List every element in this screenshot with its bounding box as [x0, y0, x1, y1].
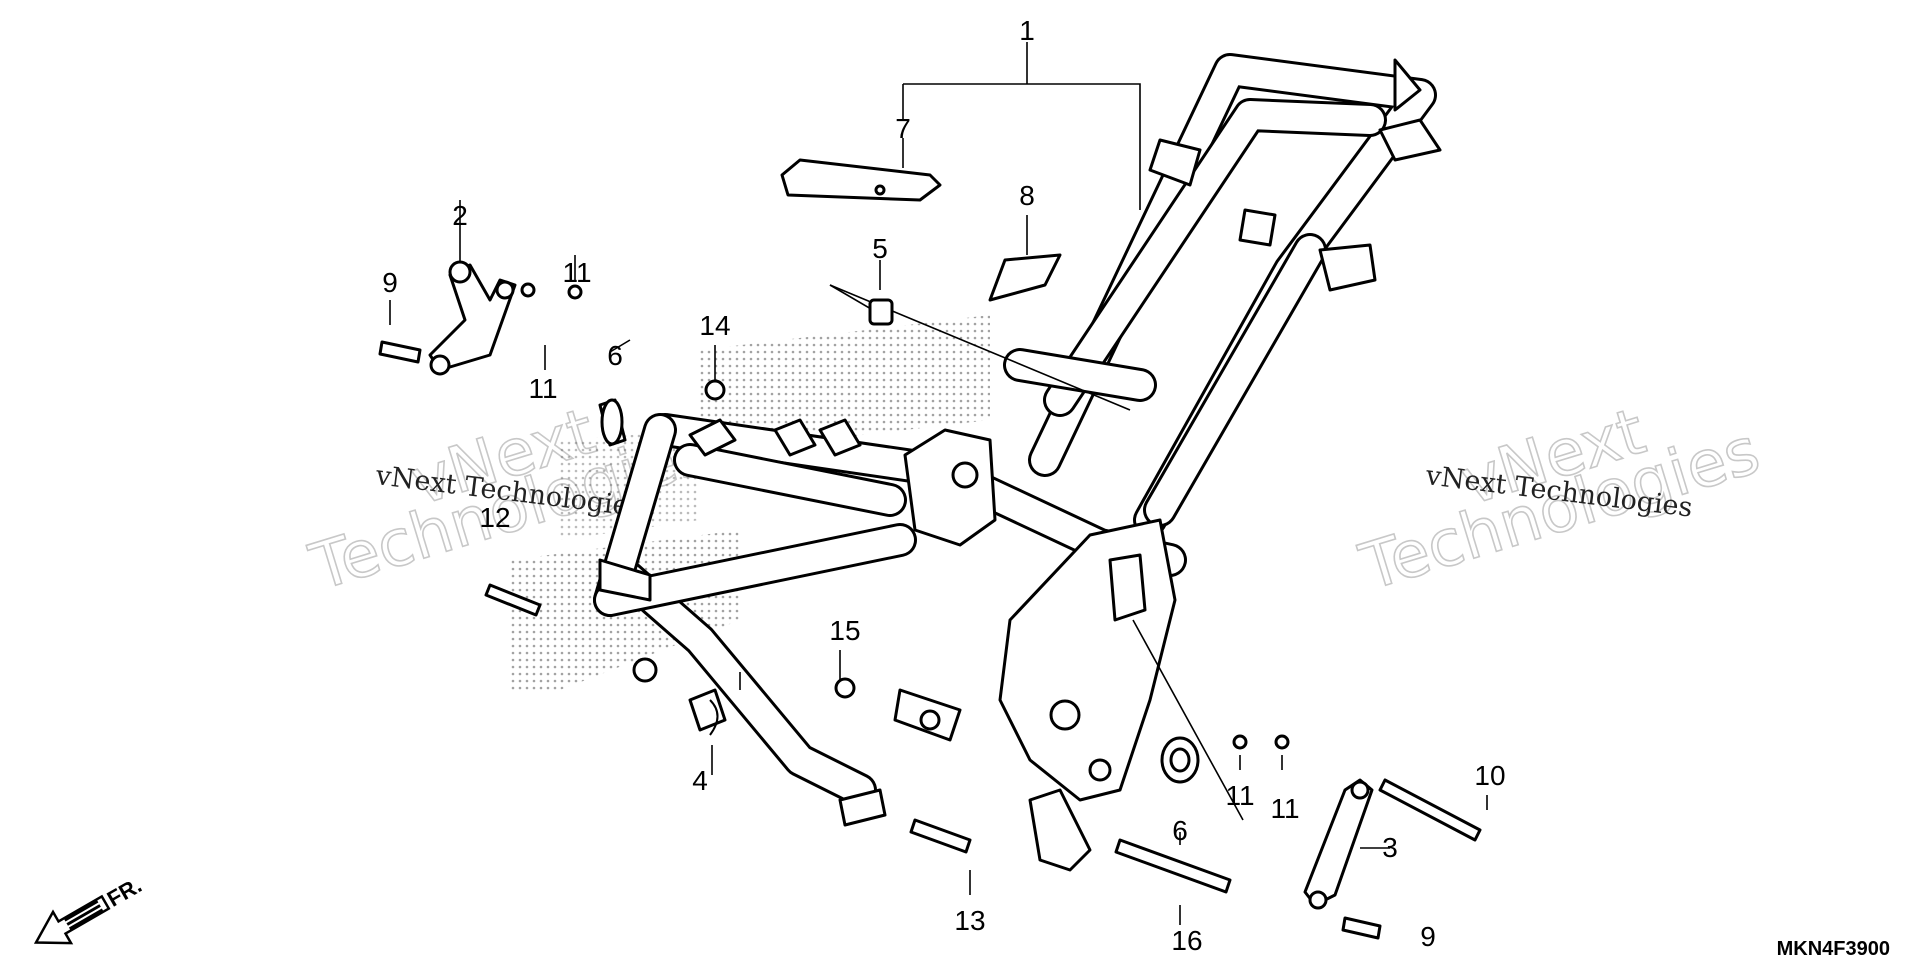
part-14-nut — [704, 379, 726, 401]
part-8-pad — [988, 253, 1062, 302]
callout-9a: 9 — [382, 267, 398, 298]
front-direction-arrow: FR. — [33, 872, 146, 945]
callout-10: 10 — [1474, 760, 1505, 791]
callout-11d: 11 — [1270, 793, 1299, 824]
part-4-collar — [688, 688, 727, 736]
part-3-hanger — [1303, 778, 1374, 910]
watermark-right: vNext Technologies vNext Technologies — [1351, 394, 1768, 606]
callout-11a: 11 — [562, 257, 591, 288]
callout-5: 5 — [872, 233, 888, 264]
callout-8: 8 — [1019, 180, 1035, 211]
callout-7: 7 — [895, 113, 911, 144]
callouts: 1 2 3 4 5 6 6 7 8 9 9 10 11 11 11 11 12 … — [382, 15, 1505, 956]
callout-3: 3 — [1382, 832, 1398, 863]
callout-16: 16 — [1171, 925, 1202, 956]
part-15-nut — [834, 677, 856, 699]
callout-15: 15 — [829, 615, 860, 646]
callout-12: 12 — [479, 502, 510, 533]
part-6-grommet-lower — [1160, 736, 1200, 784]
main-frame-body — [593, 53, 1442, 872]
callout-6b: 6 — [1172, 815, 1188, 846]
callout-2: 2 — [452, 200, 468, 231]
callout-11b: 11 — [528, 373, 557, 404]
callout-14: 14 — [699, 310, 730, 341]
part-6-grommet-upper — [598, 398, 627, 447]
callout-11c: 11 — [1225, 780, 1254, 811]
front-label: FR. — [103, 872, 146, 911]
bolts — [378, 282, 1482, 940]
part-2-hanger — [428, 260, 517, 376]
callout-13: 13 — [954, 905, 985, 936]
part-7-protector — [780, 158, 942, 202]
callout-4: 4 — [692, 765, 708, 796]
callout-6a: 6 — [607, 340, 623, 371]
callout-9b: 9 — [1420, 921, 1436, 952]
part-5-collar — [868, 298, 894, 326]
diagram-code: MKN4F3900 — [1777, 938, 1890, 960]
callout-1: 1 — [1019, 15, 1035, 46]
